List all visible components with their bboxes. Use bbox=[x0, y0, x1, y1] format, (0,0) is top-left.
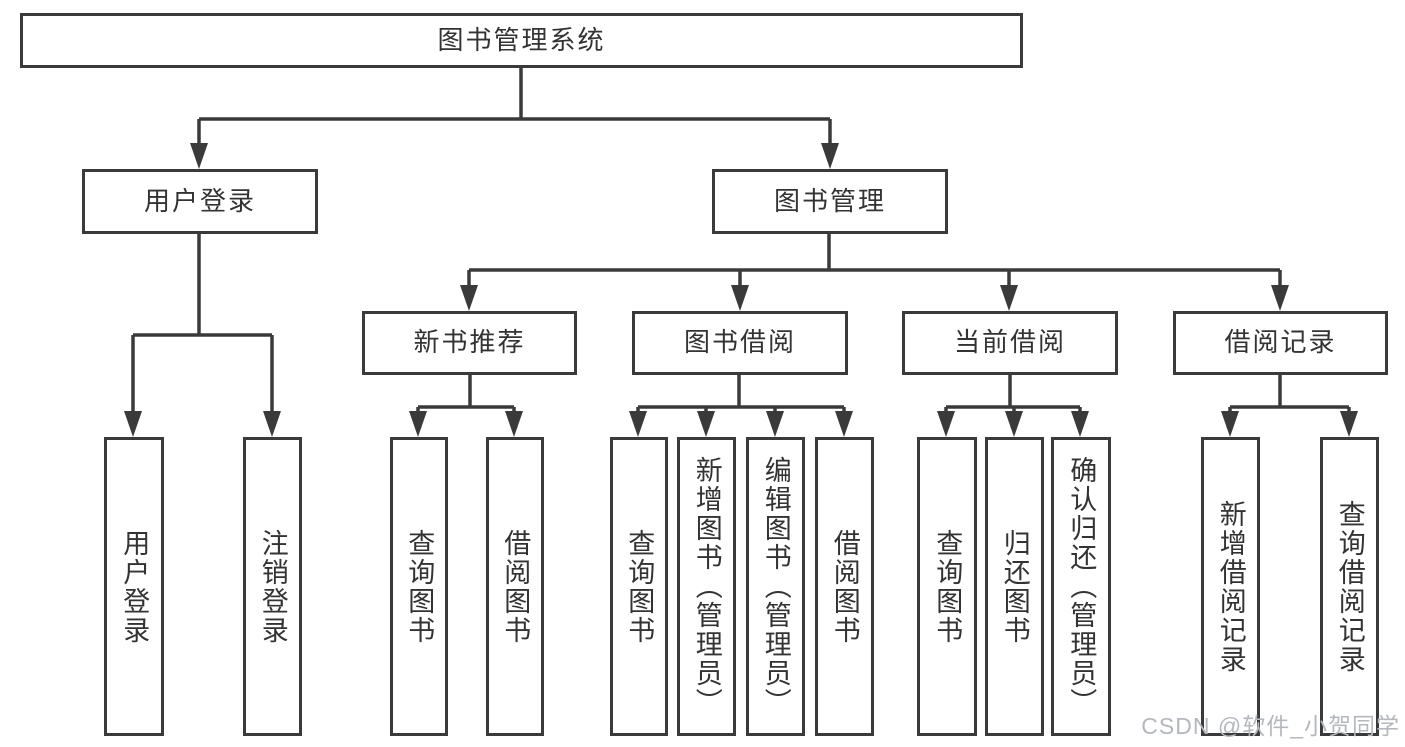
leaf-confirm-return-admin: 确认归还（管理员） bbox=[1051, 437, 1111, 736]
leaf-add-borrow-record: 新增借阅记录 bbox=[1201, 437, 1260, 736]
node-book-management: 图书管理 bbox=[712, 169, 948, 234]
leaf-borrow-books-borrowing: 借阅图书 bbox=[815, 437, 874, 736]
node-root: 图书管理系统 bbox=[20, 13, 1023, 68]
leaf-logout: 注销登录 bbox=[243, 437, 302, 736]
leaf-query-borrow-record: 查询借阅记录 bbox=[1320, 437, 1379, 736]
leaf-query-books-current: 查询图书 bbox=[917, 437, 977, 736]
node-user-login: 用户登录 bbox=[82, 169, 318, 234]
node-borrowing-records: 借阅记录 bbox=[1173, 311, 1388, 375]
leaf-user-login: 用户登录 bbox=[104, 437, 164, 736]
leaf-add-books-admin: 新增图书（管理员） bbox=[677, 437, 736, 736]
node-book-borrowing: 图书借阅 bbox=[632, 311, 848, 375]
node-current-borrowing: 当前借阅 bbox=[902, 311, 1118, 375]
leaf-borrow-books-recommend: 借阅图书 bbox=[486, 437, 544, 736]
leaf-query-books-recommend: 查询图书 bbox=[390, 437, 448, 736]
leaf-edit-books-admin: 编辑图书（管理员） bbox=[746, 437, 805, 736]
watermark: CSDN @软件_小贺同学 bbox=[1141, 713, 1400, 739]
leaf-query-books-borrowing: 查询图书 bbox=[610, 437, 668, 736]
leaf-return-books: 归还图书 bbox=[985, 437, 1044, 736]
node-new-book-recommendation: 新书推荐 bbox=[362, 311, 577, 375]
